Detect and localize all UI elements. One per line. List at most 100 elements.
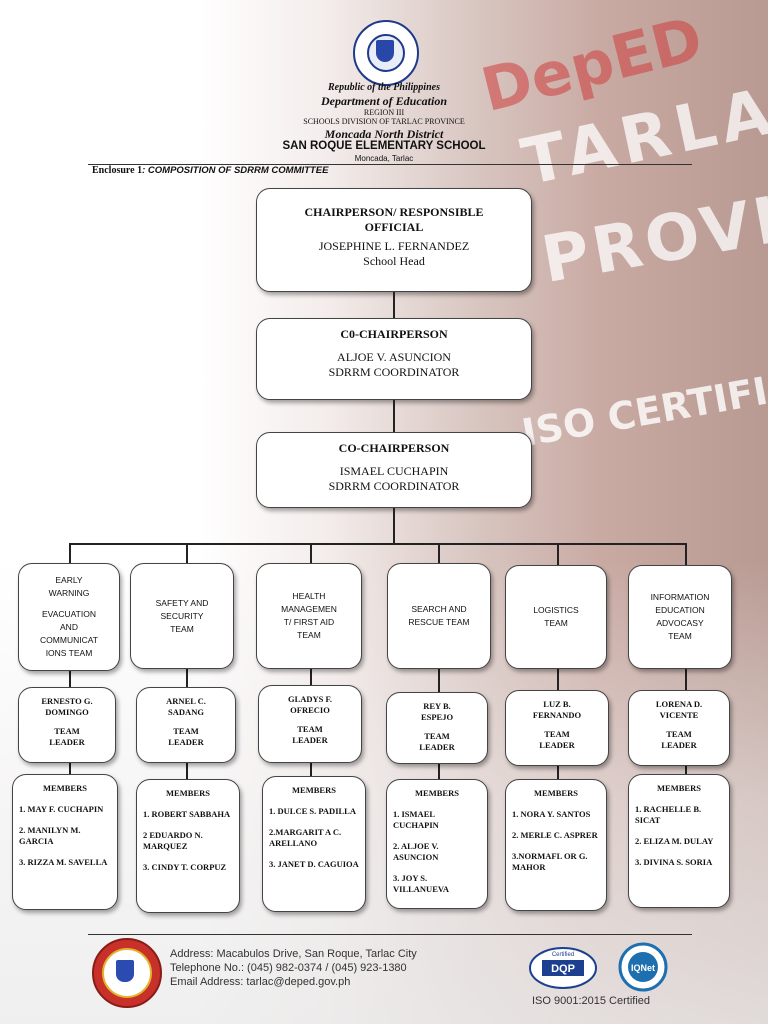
cert2-label: IQNet bbox=[631, 963, 655, 973]
team-name-line: WARNING bbox=[48, 588, 90, 598]
member-item: 2. MERLE C. ASPRER bbox=[512, 830, 598, 840]
members-heading: MEMBERS bbox=[534, 788, 578, 798]
cochair1-name: ALJOE V. ASUNCION bbox=[337, 350, 451, 364]
team-name-line: SEARCH AND bbox=[411, 604, 467, 614]
header-region: REGION III bbox=[363, 108, 405, 117]
team-leader-name: ESPEJO bbox=[420, 712, 454, 722]
member-item: 1. ISMAEL CUCHAPIN bbox=[393, 809, 439, 830]
header-school: SAN ROQUE ELEMENTARY SCHOOL bbox=[282, 140, 486, 152]
enclosure-title: Enclosure 1: COMPOSITION OF SDRRM COMMIT… bbox=[92, 165, 329, 176]
cochair1-role: SDRRM COORDINATOR bbox=[328, 365, 460, 379]
team-name-line: EVACUATION bbox=[41, 609, 96, 619]
member-item: 3. RIZZA M. SAVELLA bbox=[19, 857, 108, 867]
team-name-line: INFORMATION bbox=[650, 592, 710, 602]
member-item: 1. RACHELLE B. SICAT bbox=[635, 804, 702, 825]
connector bbox=[310, 543, 312, 563]
connector bbox=[685, 543, 687, 565]
team-leader-name: OFRECIO bbox=[290, 705, 330, 715]
team-name-line: COMMUNICAT bbox=[40, 635, 98, 645]
team-leader-name: DOMINGO bbox=[45, 707, 89, 717]
team-leader-label: TEAM bbox=[54, 726, 80, 736]
connector bbox=[557, 669, 559, 690]
cochair-box-1: C0-CHAIRPERSON ALJOE V. ASUNCION SDRRM C… bbox=[256, 318, 532, 400]
footer-address: Address: Macabulos Drive, San Roque, Tar… bbox=[170, 948, 417, 960]
team-leader-label: TEAM bbox=[544, 729, 570, 739]
connector bbox=[310, 669, 312, 685]
header-division: SCHOOLS DIVISION OF TARLAC PROVINCE bbox=[303, 117, 465, 126]
team-leader-name: LORENA D. bbox=[655, 699, 703, 709]
team-leader-label: LEADER bbox=[49, 737, 85, 747]
header-department: Department of Education bbox=[320, 94, 447, 108]
deped-seal-icon bbox=[353, 20, 419, 86]
chair-role: School Head bbox=[363, 254, 425, 268]
connector bbox=[69, 763, 71, 774]
team-leader-label: LEADER bbox=[539, 740, 575, 750]
team-box: SEARCH AND RESCUE TEAM bbox=[387, 563, 491, 669]
connector-horizontal bbox=[69, 543, 685, 545]
members-box: MEMBERS 1. NORA Y. SANTOS 2. MERLE C. ASPR… bbox=[505, 779, 607, 911]
cochair2-role: SDRRM COORDINATOR bbox=[328, 479, 460, 493]
members-heading: MEMBERS bbox=[657, 783, 701, 793]
chair-title: CHAIRPERSON/ RESPONSIBLE bbox=[304, 205, 484, 219]
connector bbox=[685, 669, 687, 690]
connector bbox=[69, 543, 71, 563]
chairperson-box: CHAIRPERSON/ RESPONSIBLE OFFICIAL JOSEPH… bbox=[256, 188, 532, 292]
cert1-label: Certified bbox=[552, 952, 574, 958]
team-name-line: TEAM bbox=[668, 631, 692, 641]
connector bbox=[685, 766, 687, 774]
team-leader-label: TEAM bbox=[297, 724, 323, 734]
member-item: 1. DULCE S. PADILLA bbox=[269, 806, 356, 816]
connector bbox=[393, 292, 395, 318]
footer-telephone: Telephone No.: (045) 982-0374 / (045) 92… bbox=[170, 962, 407, 974]
team-name-line: RESCUE TEAM bbox=[408, 617, 470, 627]
team-leader-name: GLADYS F. bbox=[287, 694, 333, 704]
footer-email: Email Address: tarlac@deped.gov.ph bbox=[170, 976, 351, 988]
team-leader-name: ERNESTO G. bbox=[41, 696, 93, 706]
team-leader-label: LEADER bbox=[419, 742, 455, 752]
connector bbox=[393, 400, 395, 432]
connector bbox=[438, 543, 440, 563]
team-leader-label: LEADER bbox=[168, 737, 204, 747]
member-item: 3. JANET D. CAGUIOA bbox=[269, 859, 359, 869]
connector bbox=[393, 508, 395, 544]
division-seal-icon bbox=[92, 938, 162, 1008]
member-item: 3. DIVINA S. SORIA bbox=[635, 857, 713, 867]
team-name-line: HEALTH bbox=[292, 591, 326, 601]
members-heading: MEMBERS bbox=[43, 783, 87, 793]
team-name-line: TEAM bbox=[170, 623, 194, 634]
team-leader-label: LEADER bbox=[292, 735, 328, 745]
member-item: 1. ROBERT SABBAHA bbox=[143, 809, 231, 819]
connector bbox=[438, 764, 440, 779]
team-name-line: LOGISTICS bbox=[533, 605, 579, 615]
connector bbox=[557, 766, 559, 779]
team-name-line: T/ FIRST AID bbox=[283, 617, 335, 627]
team-name-line: SECURITY bbox=[160, 610, 204, 621]
team-name-line: EDUCATION bbox=[655, 605, 705, 615]
member-item: 2. MANILYN M. GARCIA bbox=[19, 825, 81, 846]
footer-divider bbox=[88, 934, 692, 935]
connector bbox=[310, 763, 312, 776]
team-name-line: EARLY bbox=[55, 575, 83, 585]
member-item: 1. NORA Y. SANTOS bbox=[512, 809, 591, 819]
header-district: Moncada North District bbox=[324, 127, 444, 141]
team-name-line: AND bbox=[60, 622, 78, 632]
member-item: 2. ELIZA M. DULAY bbox=[635, 836, 714, 846]
iqnet-certified-icon: IQNet bbox=[618, 942, 668, 992]
chair-name: JOSEPHINE L. FERNANDEZ bbox=[318, 239, 470, 253]
member-item: 2 EDUARDO N. MARQUEZ bbox=[143, 830, 203, 851]
header-location: Moncada, Tarlac bbox=[354, 154, 414, 163]
chair-title-2: OFFICIAL bbox=[364, 220, 424, 234]
header-republic: Republic of the Philippines bbox=[328, 82, 440, 93]
